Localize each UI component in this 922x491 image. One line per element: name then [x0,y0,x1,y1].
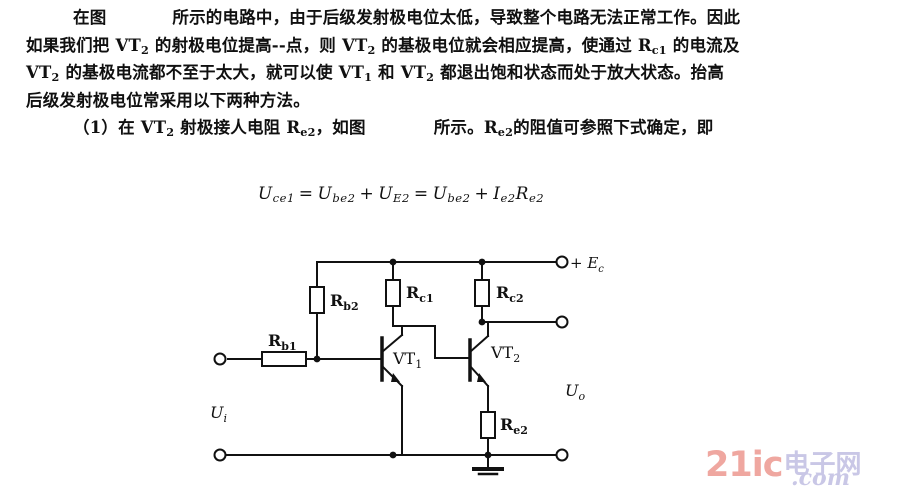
re2-ref-b: Re2 [483,118,514,140]
formula-uce1: Uce1=Ube2+UE2=Ube2+Ie2Re2 [246,164,544,204]
vt1-ref: VT1 [338,63,373,85]
junction-dot-rail-rc2 [478,258,486,266]
junction-dot-vt1-emitter-gnd [389,451,397,459]
wire-vt1c-to-vt2b [401,325,466,359]
paragraph-line-2: 如果我们把 VT2 的射极电位提高--点，则 VT2 的基极电位就会相应提高，使… [26,35,740,57]
resistor-rc1-body [385,279,401,307]
paragraph-line-3: VT2 的基极电流都不至于太大，就可以使 VT1 和 VT2 都退出饱和状态而处… [26,63,725,85]
vt2-ref-e: VT2 [140,118,175,140]
terminal-output-positive [555,315,569,329]
formula-lhs: Uce1 [257,184,295,206]
formula-term-1: Ube2 [317,184,356,206]
label-rb1: Rb1 [268,331,297,353]
junction-dot-re2-gnd [484,451,492,459]
resistor-re2-body [480,411,496,439]
formula-plus-2: + [474,184,490,204]
formula-term-3: Ube2 [432,184,471,206]
junction-dot-rail-rc1 [389,258,397,266]
formula-equals-2: = [413,184,429,204]
junction-dot-rb2-base [313,355,321,363]
label-ui: Ui [210,403,227,425]
vt2-ref-d: VT2 [400,63,435,85]
label-vt2: VT2 [490,343,520,365]
resistor-rb2-body [309,286,325,314]
rc1-ref: Rc1 [637,35,667,57]
terminal-input-positive [213,352,227,366]
vt2-ref-c: VT2 [26,63,60,85]
re2-ref-a: Re2 [286,118,316,140]
watermark-chinese: 电子网 [783,450,862,480]
label-rc2: Rc2 [496,283,524,305]
vt2-ref-a: VT2 [115,35,149,57]
vt1-collector-lead [380,333,404,354]
formula-term-5: Re2 [515,184,545,206]
label-rc1: Rc1 [406,283,434,305]
resistor-rc2-body [474,279,490,307]
watermark-brand: 21ic [705,444,783,485]
formula-equals-1: = [298,184,314,204]
vt2-ref-b: VT2 [341,35,376,57]
junction-dot-output [478,318,486,326]
label-uo: Uo [565,381,585,403]
vt2-collector-lead [468,334,490,354]
paragraph-line-5: （1）在 VT2 射极接人电阻 Re2，如图所示。Re2的阻值可参照下式确定，即 [73,118,714,140]
label-re2: Re2 [500,415,528,437]
terminal-output-negative [555,448,569,462]
line-1-part-b: 所示的电路中，由于后级发射极电位太低，导致整个电路无法正常工作。因此 [172,8,741,27]
vt2-emitter-arrow [477,373,486,382]
circuit-diagram: Rb2 Rc1 Rc2 Re2 Rb1 VT1 VT2 + Ec Ui Uo [150,240,620,490]
label-vt1: VT1 [392,349,422,371]
site-watermark: 21ic 电子网 .com [705,443,915,491]
formula-plus-1: + [359,184,375,204]
line-1-part-a: 在图 [73,8,107,27]
paragraph-line-4: 后级发射极电位常采用以下两种方法。 [26,90,310,110]
vt1-emitter-arrow [391,373,400,382]
resistor-rb1-body [261,351,307,367]
vt1-emitter-lead [380,364,404,388]
formula-term-4: Ie2 [493,184,516,206]
body-text-block: 在图 所示的电路中，由于后级发射极电位太低，导致整个电路无法正常工作。因此 如果我… [26,4,902,142]
label-supply-ec: + Ec [570,254,604,275]
watermark-tld: .com [791,465,851,491]
terminal-supply [555,255,569,269]
formula-term-2: UE2 [378,184,410,206]
paragraph-line-1: 在图 所示的电路中，由于后级发射极电位太低，导致整个电路无法正常工作。因此 [26,4,902,32]
label-rb2: Rb2 [330,291,359,313]
terminal-input-negative [213,448,227,462]
